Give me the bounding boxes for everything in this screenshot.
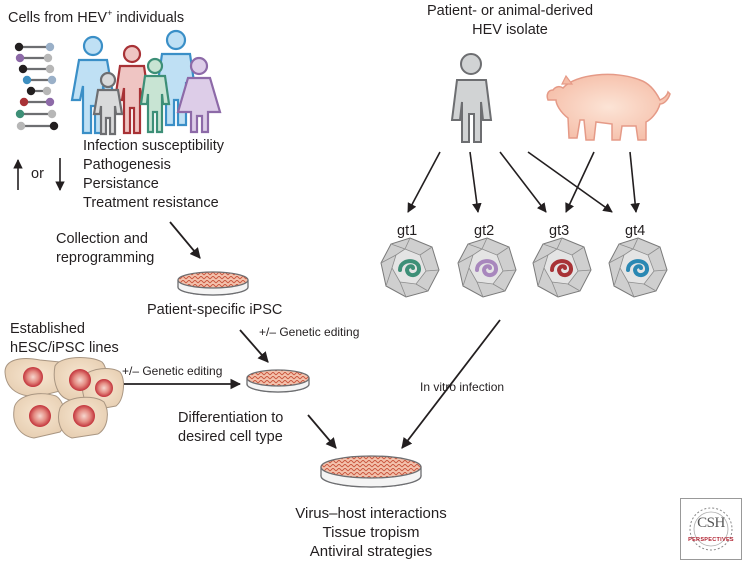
logo-main-text: CSH xyxy=(697,515,725,531)
outcomes-list: Virus–host interactions Tissue tropism A… xyxy=(266,504,476,561)
outcome-item: Tissue tropism xyxy=(322,524,420,541)
or-label: or xyxy=(31,166,44,182)
edited-dish-icon xyxy=(246,369,310,393)
in-vitro-label: In vitro infection xyxy=(420,380,505,394)
patient-ipsc-dish-icon xyxy=(177,271,249,296)
logo-sub-text: PERSPECTIVES xyxy=(688,537,734,543)
genetic-editing-label-2: +/– Genetic editing xyxy=(122,364,223,378)
patient-ipsc-label: Patient-specific iPSC xyxy=(147,302,283,318)
pig-icon xyxy=(546,73,671,141)
final-dish-icon xyxy=(320,455,422,488)
trait-list: Infection susceptibility Pathogenesis Pe… xyxy=(83,137,224,213)
hev-virion-gt2-icon xyxy=(457,237,517,298)
genotype-label-gt2: gt2 xyxy=(474,223,495,239)
trait-item: Persistance xyxy=(83,176,159,192)
outcome-item: Antiviral strategies xyxy=(309,543,433,560)
cells-title: Cells from HEV+ individuals xyxy=(8,8,185,26)
genetic-editing-label-1: +/– Genetic editing xyxy=(259,325,360,339)
genotype-label-gt4: gt4 xyxy=(625,223,646,239)
outcome-item: Virus–host interactions xyxy=(295,505,447,522)
family-people-icon xyxy=(70,29,222,136)
in-vitro-infection-arrow xyxy=(401,319,501,449)
collection-arrow xyxy=(169,221,201,259)
genotype-label-gt3: gt3 xyxy=(549,223,570,239)
hev-virion-gt1-icon xyxy=(380,237,440,298)
patient-to-editing-arrow xyxy=(239,329,269,363)
trait-item: Infection susceptibility xyxy=(83,138,225,154)
dna-helix-ring-icon xyxy=(689,507,733,551)
differentiation-arrow xyxy=(307,414,337,449)
genotype-source-arrows xyxy=(407,151,640,213)
dna-strands-icon xyxy=(14,42,59,131)
trait-item: Treatment resistance xyxy=(83,195,219,211)
genotype-label-gt1: gt1 xyxy=(397,223,418,239)
patient-figure-icon xyxy=(450,53,493,143)
hev-virion-gt3-icon xyxy=(532,237,592,298)
trait-item: Pathogenesis xyxy=(83,157,171,173)
csh-perspectives-logo: CSH PERSPECTIVES xyxy=(680,498,742,560)
established-cells-icon xyxy=(4,357,124,439)
hev-virion-gt4-icon xyxy=(608,237,668,298)
